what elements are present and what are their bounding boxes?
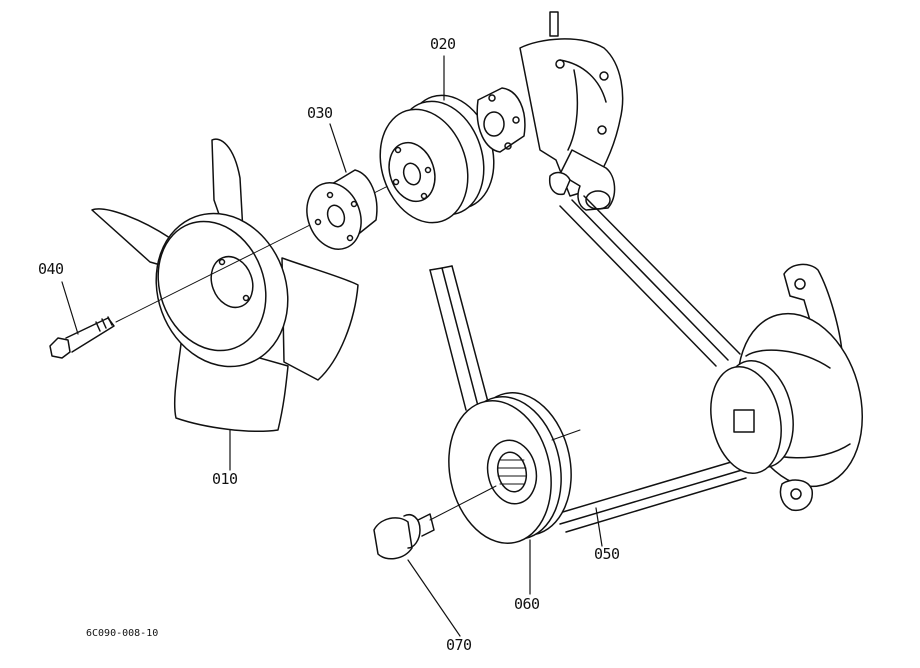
callout-010[interactable]: 010 [212, 470, 238, 488]
pump-body-rib [559, 59, 607, 151]
belt-run-lower [555, 459, 747, 533]
leader-030 [329, 123, 347, 173]
pulley-hole [424, 166, 432, 174]
pulley-boss [388, 141, 436, 203]
fan-bolt [49, 316, 115, 359]
pump-flange [476, 87, 526, 153]
water-pump [476, 11, 624, 211]
pump-bolt [599, 71, 609, 81]
pulley-hole [420, 192, 428, 200]
crank-bolt-shank [417, 513, 435, 537]
fan-blade-right [281, 257, 359, 381]
callout-060[interactable]: 060 [514, 595, 540, 613]
fan-spacer [306, 169, 378, 250]
fan-bolt-hole [218, 258, 226, 266]
spacer-hole [350, 200, 358, 208]
belt-run-left-top [429, 265, 453, 271]
pulley-bore [402, 162, 422, 186]
leader-050 [595, 507, 603, 547]
pump-flange-bolt [488, 94, 496, 102]
crank-pulley [448, 392, 581, 544]
crank-bolt-axis [429, 485, 497, 521]
pump-shaft [483, 111, 505, 137]
spacer-hole [326, 191, 334, 199]
crank-bolt [373, 485, 497, 560]
alternator [710, 263, 864, 512]
callout-070[interactable]: 070 [446, 636, 472, 654]
fan-hub-rim [157, 220, 267, 352]
crank-pulley-hub [486, 439, 538, 505]
alternator-lower-lug [779, 479, 813, 512]
pulley-hole [392, 178, 400, 186]
pump-flange-bolt [512, 116, 520, 124]
fan-assembly [91, 138, 359, 432]
figure-code: 6C090-008-10 [86, 628, 159, 639]
pulley-front-rim [379, 108, 469, 224]
pump-top-nipple [549, 11, 559, 37]
pump-outlet-pipe [559, 149, 616, 211]
alternator-arm-hole [794, 278, 806, 290]
pump-lower-lug [548, 171, 571, 196]
fan-pulley [379, 94, 495, 224]
belt-run-upper [559, 195, 741, 367]
bolt-shank [65, 317, 115, 353]
pump-outlet-end [585, 190, 611, 210]
leader-040 [61, 281, 79, 335]
pump-bolt [555, 59, 565, 69]
fan-bolt-hole [242, 294, 250, 302]
alternator-lug-hole [790, 488, 802, 500]
fan-hub-outer [155, 212, 289, 368]
spacer-bore [326, 204, 346, 228]
callout-020[interactable]: 020 [430, 35, 456, 53]
callout-030[interactable]: 030 [307, 104, 333, 122]
callout-050[interactable]: 050 [594, 545, 620, 563]
v-belt [429, 195, 747, 533]
alternator-nut [733, 409, 755, 433]
bolt-head [49, 337, 71, 359]
spacer-hole [346, 234, 354, 242]
spacer-hole [314, 218, 322, 226]
crank-pulley-spline [496, 451, 528, 493]
pulley-hole [394, 146, 402, 154]
crank-shaft-line [551, 429, 581, 441]
crank-bolt-washer [403, 514, 421, 549]
crank-bolt-head [373, 517, 413, 560]
bolt-thread [95, 316, 113, 332]
fan-hub-bore [210, 255, 254, 309]
crank-pulley-spline-teeth [497, 459, 527, 485]
callout-040[interactable]: 040 [38, 260, 64, 278]
belt-run-left [429, 265, 489, 411]
leader-lines [61, 55, 603, 637]
pump-flange-bolt [504, 142, 512, 150]
pump-bolt [597, 125, 607, 135]
leader-070 [407, 559, 461, 637]
spacer-face [306, 182, 362, 250]
